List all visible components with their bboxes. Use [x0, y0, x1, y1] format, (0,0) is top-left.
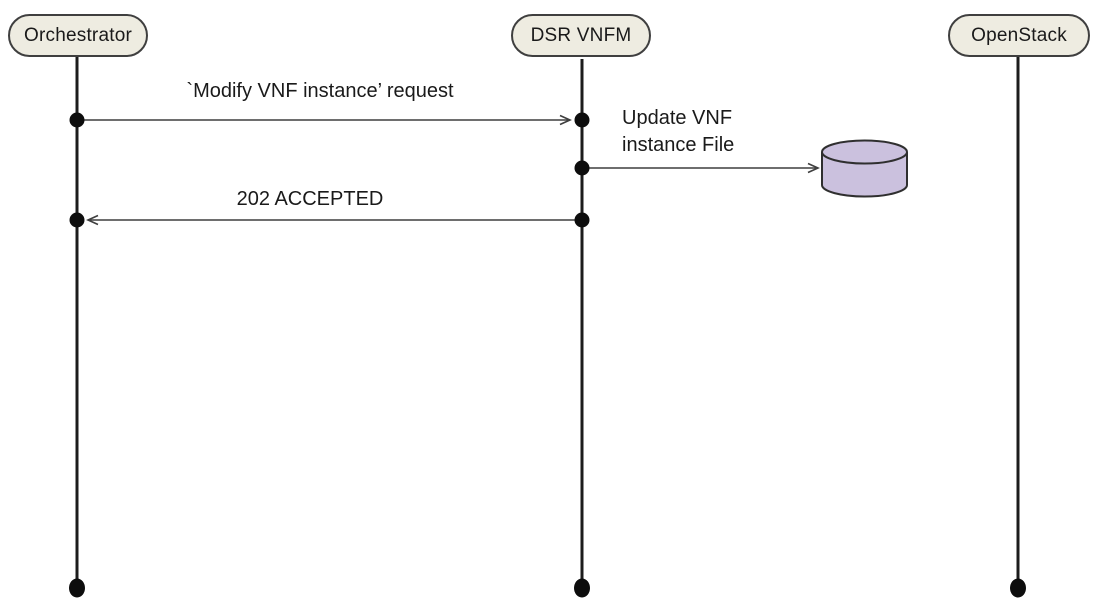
terminator-dot-orchestrator: [69, 578, 85, 598]
message-label-update-line1: Update VNF: [622, 107, 733, 129]
database-icon: [821, 139, 908, 198]
endpoint-dot-orchestrator-msg1: [69, 112, 85, 128]
message-label-202-accepted: 202 ACCEPTED: [236, 188, 384, 210]
actor-openstack-label: OpenStack: [971, 24, 1067, 46]
terminator-dot-openstack: [1010, 578, 1026, 598]
terminator-dot-dsr-vnfm: [574, 578, 590, 598]
endpoint-dot-dsr-msg1: [574, 112, 590, 128]
endpoint-dot-dsr-msg3: [574, 212, 590, 228]
message-label-update-vnf-instance-file: Update VNF instance File: [622, 105, 734, 159]
actor-orchestrator: Orchestrator: [8, 14, 148, 57]
actor-dsr-vnfm: DSR VNFM: [511, 14, 651, 57]
message-label-update-line2: instance File: [622, 134, 735, 156]
endpoint-dot-dsr-msg2: [574, 160, 590, 176]
endpoint-dot-orchestrator-msg3: [69, 212, 85, 228]
message-label-modify-vnf-request: `Modify VNF instance’ request: [186, 80, 454, 102]
actor-dsr-vnfm-label: DSR VNFM: [530, 24, 632, 46]
actor-orchestrator-label: Orchestrator: [24, 24, 132, 46]
actor-openstack: OpenStack: [948, 14, 1090, 57]
